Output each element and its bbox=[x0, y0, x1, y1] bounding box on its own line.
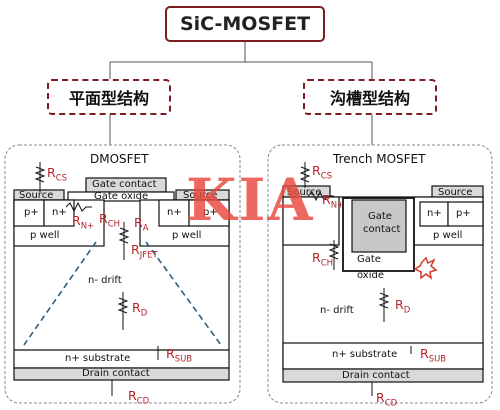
dmos-jfet-lines bbox=[23, 241, 222, 346]
trench-gate-oxide-line2: oxide bbox=[357, 270, 385, 281]
trench-gate-oxide-line1: Gate bbox=[357, 254, 381, 265]
dmos-gate-oxide-label: Gate oxide bbox=[94, 191, 149, 202]
trench-nplus-right bbox=[419, 201, 449, 227]
trench-r-cs: RCS bbox=[312, 163, 333, 182]
dmos-rn-resistor bbox=[65, 201, 92, 213]
dmos-nplus-right bbox=[158, 199, 190, 227]
trench-rn-resistor bbox=[307, 190, 334, 202]
trench-substrate-label: n+ substrate bbox=[332, 349, 398, 360]
trench-pplus-label: p+ bbox=[456, 208, 471, 219]
dmos-pplus-right-label: p+ bbox=[203, 207, 218, 218]
dmos-r-d: RD bbox=[132, 300, 148, 319]
tree-connectors bbox=[109, 42, 373, 145]
dmos-pwell-right-label: p well bbox=[172, 230, 202, 241]
trench-ndrift-label: n- drift bbox=[320, 305, 354, 316]
trench-r-cd: RCD bbox=[376, 390, 398, 409]
trench-structure bbox=[282, 185, 484, 383]
dmos-r-jfet: RJFET bbox=[131, 242, 158, 261]
dmos-r-cs: RCS bbox=[47, 165, 68, 184]
trench-panel bbox=[267, 144, 493, 404]
dmos-source-left-label: Source bbox=[19, 190, 54, 201]
trench-drain-contact-label: Drain contact bbox=[342, 370, 410, 381]
trench-drain-metal bbox=[282, 368, 484, 383]
trench-category-title: 沟槽型结构 bbox=[303, 79, 437, 115]
dmos-nplus-left-label: n+ bbox=[52, 207, 67, 218]
dmos-resistor-symbols bbox=[34, 162, 130, 330]
dmos-gate-oxide bbox=[67, 191, 175, 202]
dmosfet-structure bbox=[13, 177, 230, 381]
trench-r-nplus: RN+ bbox=[322, 192, 345, 211]
dmos-r-a: RA bbox=[134, 215, 149, 234]
main-title: SiC-MOSFET bbox=[165, 6, 325, 42]
dmos-pplus-right bbox=[188, 199, 230, 227]
dmos-pplus-left-label: p+ bbox=[24, 207, 39, 218]
trench-pplus-right bbox=[447, 201, 484, 227]
trench-r-d: RD bbox=[395, 297, 411, 316]
trench-pwell-left bbox=[282, 196, 340, 246]
trench-substrate bbox=[282, 342, 484, 370]
trench-source-right-label: Source bbox=[438, 187, 473, 198]
dmos-r-ch: RCH bbox=[99, 211, 121, 230]
dmos-drain-metal bbox=[13, 367, 230, 381]
dmos-source-right-label: Source bbox=[183, 190, 218, 201]
trench-gate-contact-line2: contact bbox=[363, 224, 401, 235]
dmos-r-cd: RCD bbox=[128, 388, 150, 407]
trench-gate-contact-line1: Gate bbox=[368, 211, 392, 222]
dmos-drain-contact-label: Drain contact bbox=[82, 368, 150, 379]
dmos-substrate-label: n+ substrate bbox=[65, 353, 131, 364]
trench-gate-contact bbox=[351, 199, 407, 253]
planar-category-title: 平面型结构 bbox=[47, 79, 171, 115]
dmos-gate-contact-label: Gate contact bbox=[92, 179, 157, 190]
dmos-nplus-right-label: n+ bbox=[167, 207, 182, 218]
dmos-pwell-left-label: p well bbox=[30, 230, 60, 241]
dmosfet-label: DMOSFET bbox=[90, 152, 149, 166]
trench-nplus-label: n+ bbox=[427, 208, 442, 219]
trench-hotspot-icon bbox=[413, 256, 438, 280]
trench-mosfet-label: Trench MOSFET bbox=[333, 152, 426, 166]
dmos-r-sub: RSUB bbox=[166, 346, 193, 365]
trench-r-sub: RSUB bbox=[420, 346, 447, 365]
dmos-pplus-left bbox=[13, 199, 45, 227]
trench-r-ch: RCH bbox=[312, 250, 334, 269]
dmos-r-nplus: RN+ bbox=[72, 213, 95, 232]
trench-source-left-label: Source bbox=[287, 187, 322, 198]
trench-resistor-symbols bbox=[111, 162, 412, 396]
trench-pwell-label: p well bbox=[433, 230, 463, 241]
dmos-ndrift-label: n- drift bbox=[88, 275, 122, 286]
kia-watermark: KIA bbox=[186, 166, 315, 234]
